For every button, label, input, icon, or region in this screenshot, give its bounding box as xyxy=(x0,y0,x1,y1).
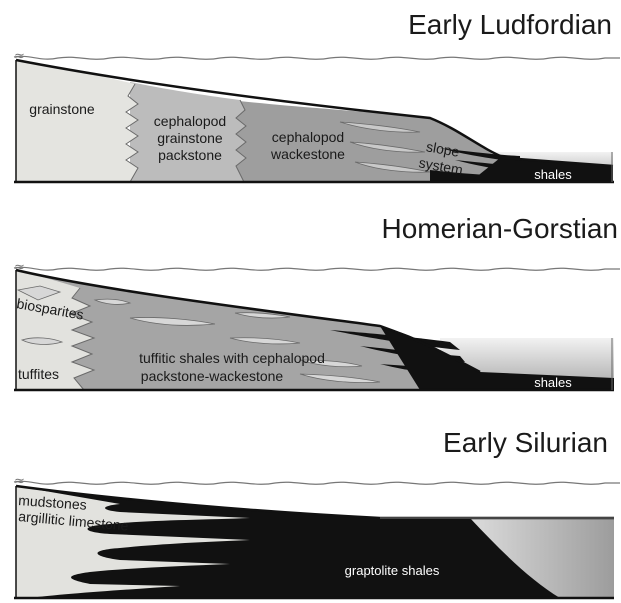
label-tuffitic-shales: tuffitic shales with cephalopod xyxy=(139,350,325,366)
label-wackestone: wackestone xyxy=(270,146,345,162)
panel-title-silurian: Early Silurian xyxy=(443,427,608,458)
label-grainstone: grainstone xyxy=(29,101,95,117)
label-cephalopod-2: cephalopod xyxy=(272,129,344,145)
panel-title-homerian: Homerian-Gorstian xyxy=(381,213,618,244)
label-packstone: packstone xyxy=(158,147,222,163)
panel-early-silurian: Early Silurian ≈ mudstones argillitic li… xyxy=(14,427,620,598)
panel-title-ludfordian: Early Ludfordian xyxy=(408,9,612,40)
sea-level-line xyxy=(14,267,620,270)
sea-level-line xyxy=(14,481,620,484)
label-graptolite-shales: graptolite shales xyxy=(345,563,440,578)
panel-early-ludfordian: Early Ludfordian ≈ grainstone cephalopod… xyxy=(14,9,620,182)
label-shales: shales xyxy=(534,167,572,182)
sea-level-line xyxy=(14,56,620,59)
label-tuffites: tuffites xyxy=(18,366,59,382)
panel-homerian-gorstian: Homerian-Gorstian ≈ biosparites tuffites… xyxy=(14,213,620,390)
label-grainstone-2: grainstone xyxy=(157,130,223,146)
label-packstone-wackestone: packstone-wackestone xyxy=(141,368,284,384)
label-shales: shales xyxy=(534,375,572,390)
label-cephalopod: cephalopod xyxy=(154,113,226,129)
